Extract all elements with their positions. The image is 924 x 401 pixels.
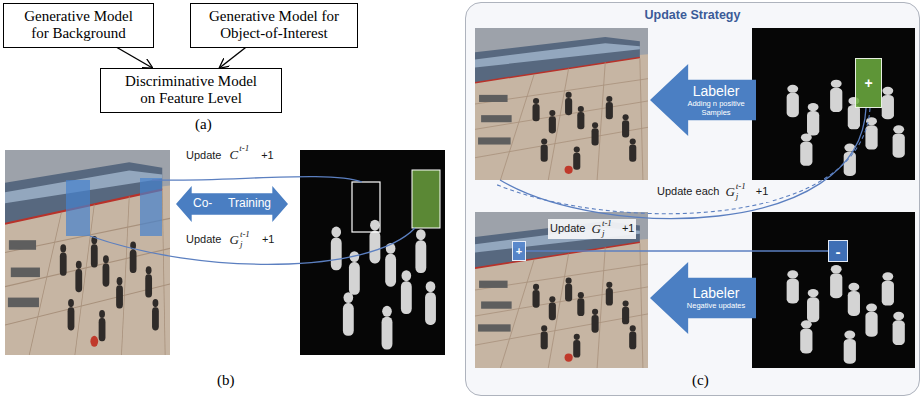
detection-box bbox=[352, 182, 380, 232]
co-training-arrow: Co- Training bbox=[176, 186, 288, 222]
station-photo bbox=[475, 28, 648, 180]
update-curve bbox=[90, 228, 415, 264]
update-note: +1 bbox=[622, 222, 635, 235]
update-note: +1 bbox=[756, 185, 769, 198]
panel-label: (c) bbox=[692, 372, 709, 389]
math-symbol: G bbox=[591, 222, 600, 236]
labeler-arrow: LabelerAdding n positive Samples bbox=[650, 64, 756, 136]
update-note: +1 bbox=[261, 149, 274, 162]
subscript: j bbox=[736, 192, 739, 202]
update-curve bbox=[152, 177, 362, 182]
label-group: (c) bbox=[690, 372, 711, 389]
labeler-arrow: LabelerNegative updates bbox=[650, 262, 756, 334]
model-box: Generative Model for Object-of-Interest bbox=[190, 3, 358, 48]
sign-text: + bbox=[516, 246, 522, 257]
subscript: j bbox=[602, 229, 605, 239]
update-note: Update bbox=[550, 222, 585, 235]
arrow-outline bbox=[650, 64, 756, 136]
label-group: Update Gt-1j +1 bbox=[548, 219, 636, 239]
negative-box: - bbox=[828, 240, 848, 262]
math-symbol: C bbox=[229, 148, 238, 162]
arrow-outline bbox=[650, 262, 756, 334]
panel-title: Update Strategy bbox=[466, 8, 919, 23]
update-note: Update bbox=[186, 233, 221, 246]
arrow-outline bbox=[176, 186, 288, 222]
connector bbox=[526, 250, 828, 251]
foreground-mask bbox=[300, 150, 445, 355]
panel-label: (b) bbox=[217, 372, 235, 389]
detection-box bbox=[412, 170, 440, 228]
box-text: Discriminative Model on Feature Level bbox=[121, 73, 261, 108]
box-text: Generative Model for Background bbox=[16, 8, 141, 43]
sign-text: - bbox=[836, 244, 841, 259]
math-symbol: G bbox=[725, 185, 734, 199]
subscript: j bbox=[240, 240, 243, 250]
math-stack: t-1j bbox=[240, 230, 250, 250]
connector bbox=[219, 48, 245, 69]
math-stack: t-1j bbox=[736, 182, 746, 202]
arrow-title: Labeler bbox=[693, 285, 740, 301]
panel-ground bbox=[465, 2, 920, 396]
arrow-text: Training bbox=[228, 197, 271, 210]
panel-label: (a) bbox=[195, 116, 212, 133]
station-photo bbox=[475, 212, 648, 368]
person-highlight bbox=[140, 178, 162, 236]
model-box: Discriminative Model on Feature Level bbox=[100, 68, 282, 113]
update-note: Update bbox=[186, 149, 221, 162]
foreground-mask bbox=[752, 28, 915, 180]
label-group: (b) bbox=[215, 372, 237, 389]
superscript: t-1 bbox=[602, 219, 612, 229]
connector bbox=[117, 48, 152, 69]
arrow-title: Labeler bbox=[693, 83, 740, 99]
math-symbol: G bbox=[229, 233, 238, 247]
label-group: Update Gt-1j +1 bbox=[184, 230, 276, 250]
positive-box: + bbox=[855, 58, 882, 108]
person-highlight bbox=[66, 180, 90, 236]
box-text: Generative Model for Object-of-Interest bbox=[199, 8, 349, 43]
superscript: t-1 bbox=[239, 144, 249, 154]
arrow-text: Co- bbox=[193, 197, 212, 210]
label-group: UpdateCt-1+1 bbox=[184, 148, 276, 162]
arrow-text-area: Co- Training bbox=[176, 186, 288, 222]
arrow-text-area: LabelerNegative updates bbox=[650, 262, 756, 334]
sign-text: + bbox=[864, 76, 872, 90]
label-group: (a) bbox=[193, 116, 214, 133]
arrow-note: Negative updates bbox=[687, 302, 745, 310]
superscript: t-1 bbox=[736, 182, 746, 192]
math-stack: t-1j bbox=[602, 219, 612, 239]
label-group: Update each Gt-1j +1 bbox=[655, 182, 770, 202]
update-note: +1 bbox=[262, 233, 275, 246]
update-note: Update each bbox=[657, 185, 719, 198]
station-photo bbox=[5, 150, 170, 355]
foreground-mask bbox=[752, 212, 915, 368]
arrow-text-area: LabelerAdding n positive Samples bbox=[650, 64, 756, 136]
superscript: t-1 bbox=[240, 230, 250, 240]
arrow-note: Adding n positive Samples bbox=[680, 100, 752, 117]
positive-box: + bbox=[512, 241, 526, 261]
model-box: Generative Model for Background bbox=[3, 3, 154, 48]
